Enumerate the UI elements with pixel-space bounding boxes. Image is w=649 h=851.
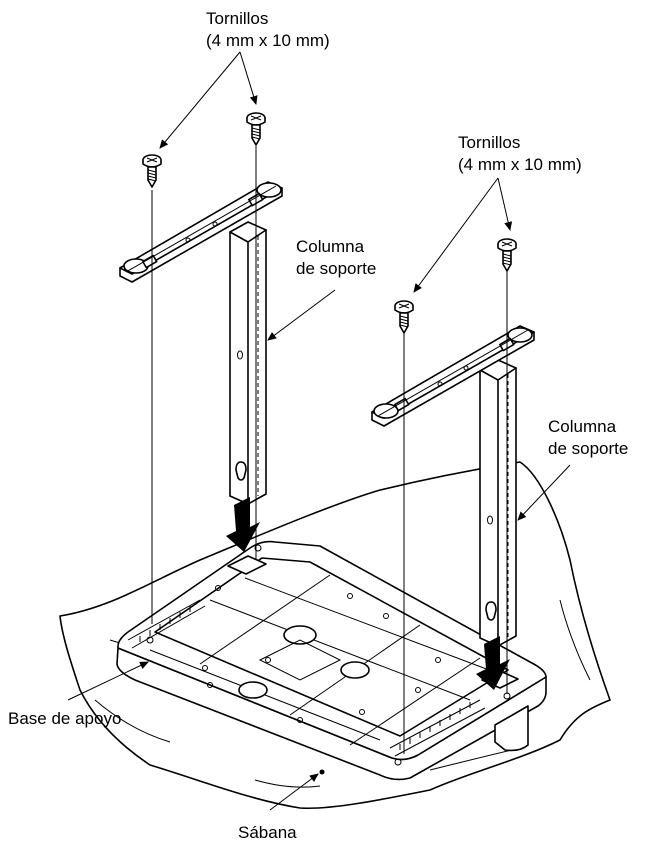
column-right-label-line2: de soporte — [548, 439, 628, 458]
screw-icon — [142, 154, 162, 188]
column-right-label-line1: Columna — [548, 417, 617, 436]
column-left-label-line2: de soporte — [296, 259, 376, 278]
support-base — [116, 540, 547, 781]
down-arrow-icon — [226, 497, 260, 552]
down-arrow-icon — [476, 636, 510, 690]
screw-icon — [394, 300, 414, 334]
column-left-label-line1: Columna — [296, 237, 365, 256]
screw-icon — [497, 238, 517, 272]
screws-left-label-line1: Tornillos — [206, 9, 268, 28]
support-column-left — [119, 181, 283, 505]
sheet-label: Sábana — [238, 823, 297, 842]
alignment-lines — [151, 146, 508, 754]
screws-right-label-line1: Tornillos — [458, 133, 520, 152]
screws-left-label-line2: (4 mm x 10 mm) — [206, 31, 330, 50]
screw-icon — [246, 112, 266, 146]
sheet — [59, 461, 611, 810]
base-label: Base de apoyo — [8, 709, 121, 728]
leader-lines — [67, 51, 571, 811]
screws-right-label-line2: (4 mm x 10 mm) — [458, 155, 582, 174]
